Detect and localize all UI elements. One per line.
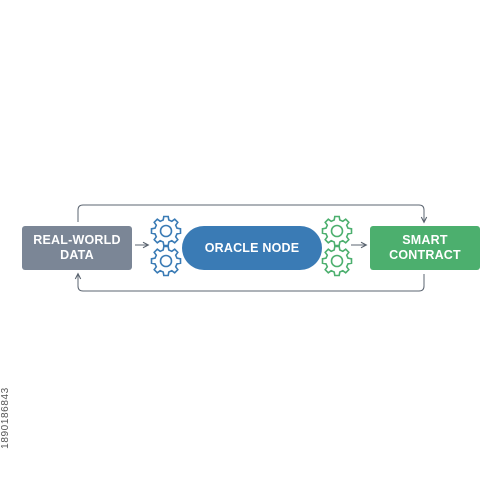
oracle-node-box: ORACLE NODE xyxy=(182,226,322,270)
smart-contract-box: SMART CONTRACT xyxy=(370,226,480,270)
real-world-data-box: REAL-WORLD DATA xyxy=(22,226,132,270)
smart-contract-label: SMART CONTRACT xyxy=(389,233,461,262)
bottom-loop-connector xyxy=(78,274,425,292)
gear-icon xyxy=(150,215,182,247)
side-id-text: 1890186843 xyxy=(0,387,11,449)
gear-icon xyxy=(150,245,182,277)
oracle-node-label: ORACLE NODE xyxy=(204,240,300,255)
top-loop-connector xyxy=(77,204,424,222)
real-world-data-label: REAL-WORLD DATA xyxy=(33,233,121,262)
gear-icon xyxy=(321,245,353,277)
gear-icon xyxy=(321,215,353,247)
